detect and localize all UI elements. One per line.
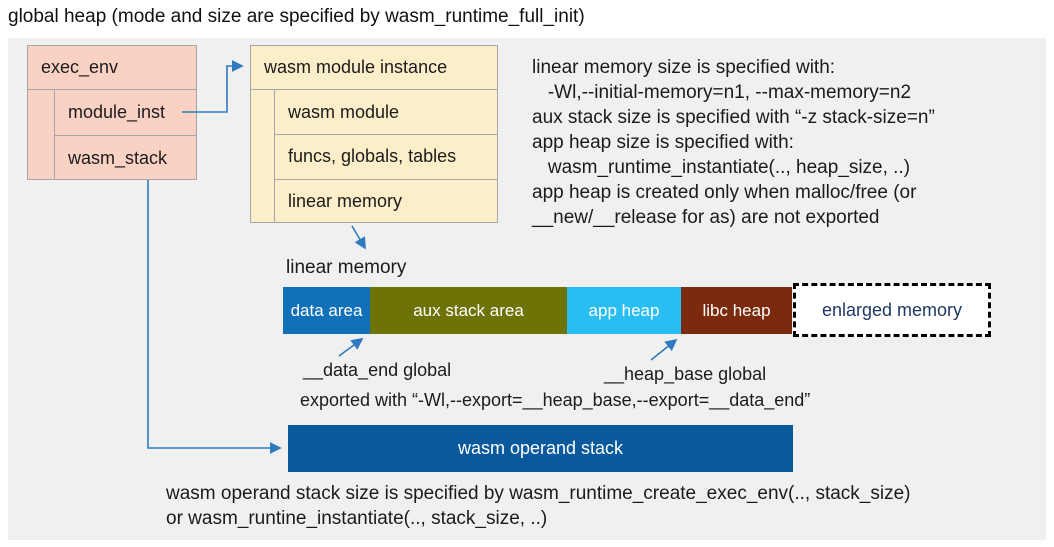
exec-env-header: exec_env <box>28 46 196 90</box>
arrow-data-end <box>338 337 364 357</box>
module-instance-row-funcs-globals-tables: funcs, globals, tables <box>275 134 497 178</box>
exec-env-row-module-inst: module_inst <box>68 102 166 122</box>
module-instance-body: wasm module funcs, globals, tables linea… <box>274 90 497 223</box>
note-line: -Wl,--initial-memory=n1, --max-memory=n2 <box>532 82 912 103</box>
note-line: app heap is created only when malloc/fre… <box>532 182 917 203</box>
exec-env-body: module_inst wasm_stack <box>54 90 196 180</box>
heap-base-global-label: __heap_base global <box>604 364 767 384</box>
exec-env-box: exec_env module_inst wasm_stack <box>27 45 197 180</box>
note-line: aux stack size is specified with “-z sta… <box>532 107 935 128</box>
note-line: linear memory size is specified with: <box>532 57 836 78</box>
module-instance-row-wasm-module: wasm module <box>288 101 400 122</box>
footer-line: or wasm_runtine_instantiate(.., stack_si… <box>166 508 548 529</box>
export-note-label: exported with “-Wl,--export=__heap_base,… <box>300 390 811 410</box>
data-end-global-label: __data_end global <box>303 360 452 380</box>
footer-note: wasm operand stack size is specified by … <box>166 481 911 531</box>
module-instance-row-linear-memory: linear memory <box>275 178 497 223</box>
segment-aux-stack-area: aux stack area <box>370 287 567 334</box>
note-line: app heap size is specified with: <box>532 132 794 153</box>
arrow-heap-base <box>650 338 678 361</box>
footer-line: wasm operand stack size is specified by … <box>166 483 911 504</box>
module-instance-header: wasm module instance <box>251 46 497 90</box>
segment-app-heap: app heap <box>567 287 681 334</box>
wasm-operand-stack-bar: wasm operand stack <box>288 425 793 472</box>
segment-enlarged-memory: enlarged memory <box>793 283 991 337</box>
diagram-title: global heap (mode and size are specified… <box>8 6 585 27</box>
segment-data-area: data area <box>283 287 370 334</box>
segment-libc-heap: libc heap <box>681 287 792 334</box>
linear-memory-bar: data area aux stack area app heap libc h… <box>283 287 792 334</box>
linear-memory-label: linear memory <box>286 257 407 278</box>
note-line: wasm_runtime_instantiate(.., heap_size, … <box>532 157 911 178</box>
note-line: __new/__release for as) are not exported <box>532 207 880 228</box>
module-instance-box: wasm module instance wasm module funcs, … <box>250 45 498 223</box>
diagram-panel: exec_env module_inst wasm_stack wasm mod… <box>8 38 1046 540</box>
notes-block: linear memory size is specified with: -W… <box>532 55 1044 230</box>
arrow-row-to-linear-memory <box>351 225 366 250</box>
exec-env-row-wasm-stack: wasm_stack <box>55 135 196 180</box>
